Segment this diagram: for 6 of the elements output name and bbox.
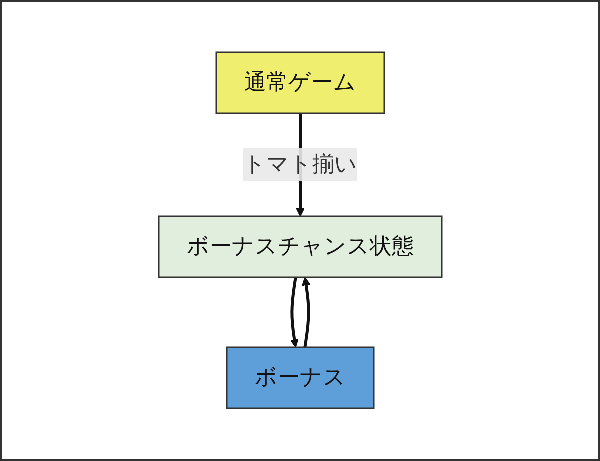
node-box: ボーナスチャンス状態 [158,216,442,278]
node-box: 通常ゲーム [215,52,385,114]
node-box: ボーナス [226,346,374,410]
arrow [302,277,310,348]
arrow [290,277,298,348]
edge-label: トマト揃い [243,152,357,178]
